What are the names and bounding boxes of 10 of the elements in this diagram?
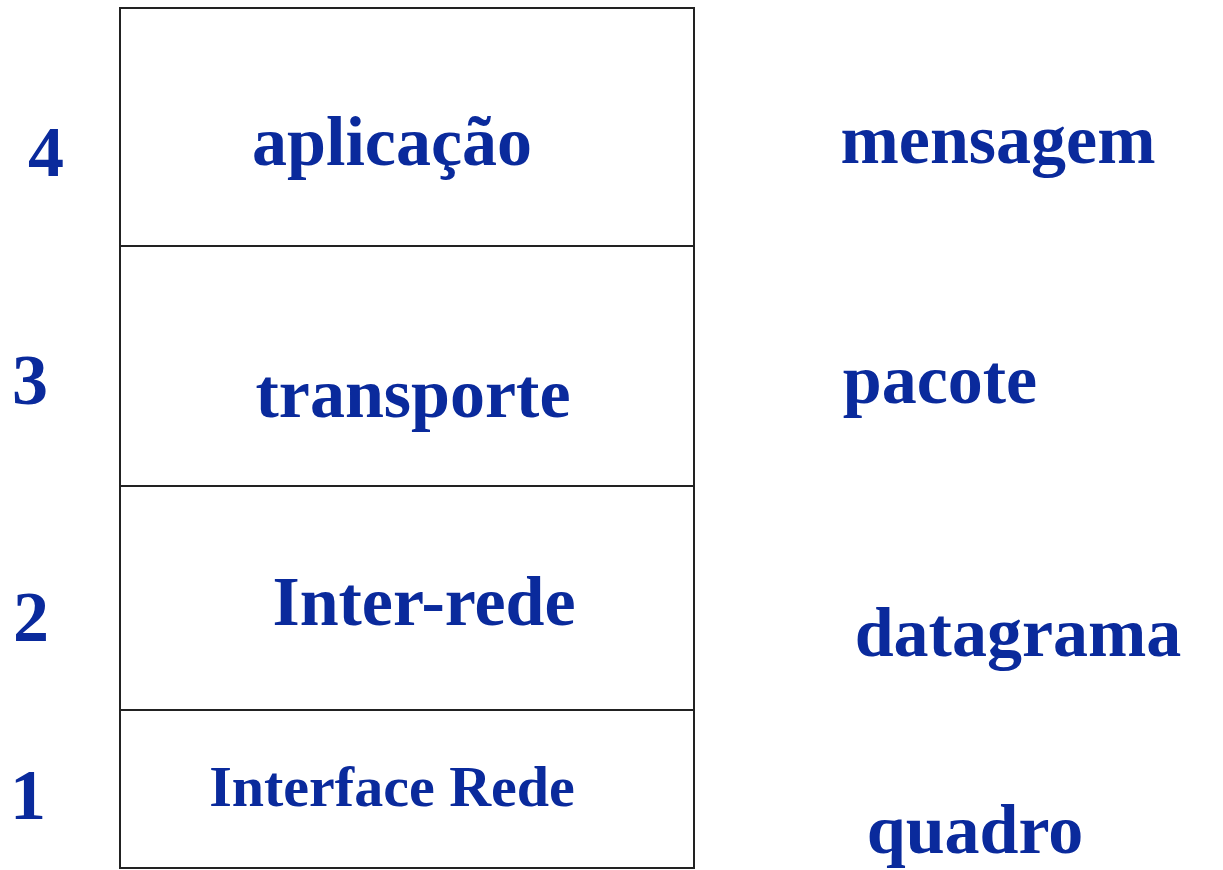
layer-number: 3	[12, 344, 48, 416]
layer-number: 1	[10, 759, 46, 831]
layer-name: Inter-rede	[272, 567, 576, 637]
layer-box	[119, 245, 695, 487]
layer-box	[119, 709, 695, 869]
layer-name: Interface Rede	[209, 758, 575, 816]
layer-box	[119, 485, 695, 711]
layer-number: 2	[13, 581, 49, 653]
layer-box	[119, 7, 695, 247]
layer-number: 4	[28, 116, 64, 188]
